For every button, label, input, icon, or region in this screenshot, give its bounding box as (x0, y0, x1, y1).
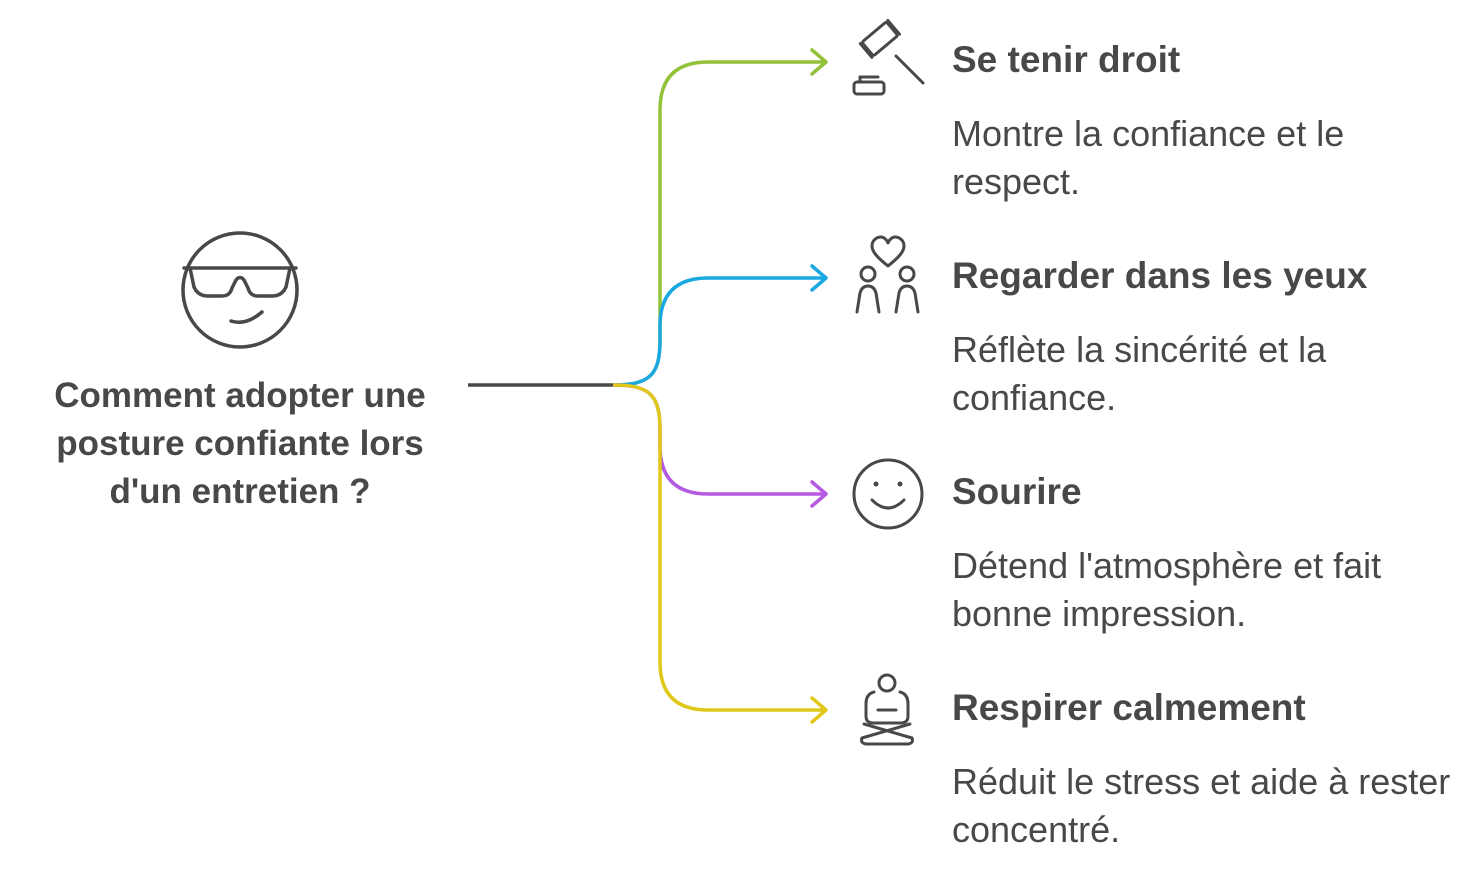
item-description-se-tenir-droit: Montre la confiance et le respect. (952, 113, 1345, 202)
gavel-icon (852, 18, 925, 96)
branch-arrow-4 (810, 696, 828, 724)
branch-arrow-3 (810, 480, 828, 508)
item-title-se-tenir-droit: Se tenir droit (952, 39, 1181, 80)
item-description-respirer-calmement: Réduit le stress et aide à rester concen… (952, 761, 1451, 850)
branch-arrow-1 (810, 48, 828, 76)
branch-connector-4 (612, 383, 826, 712)
smile-icon (852, 458, 924, 530)
branch-connector-3 (612, 383, 826, 496)
item-title-respirer-calmement: Respirer calmement (952, 687, 1306, 728)
meditation-icon (860, 673, 914, 746)
branch-connector-1 (612, 60, 826, 387)
branch-connector-2 (612, 276, 826, 387)
main-question: Comment adopter une posture confiante lo… (54, 376, 426, 511)
item-description-sourire: Détend l'atmosphère et fait bonne impres… (952, 545, 1382, 634)
couple-heart-icon (855, 235, 920, 314)
item-title-sourire: Sourire (952, 471, 1082, 512)
item-description-regarder-dans-les-yeux: Réflète la sincérité et la confiance. (952, 329, 1327, 418)
item-title-regarder-dans-les-yeux: Regarder dans les yeux (952, 255, 1368, 296)
branch-arrow-2 (810, 264, 828, 292)
sunglasses-face-icon (181, 231, 299, 349)
